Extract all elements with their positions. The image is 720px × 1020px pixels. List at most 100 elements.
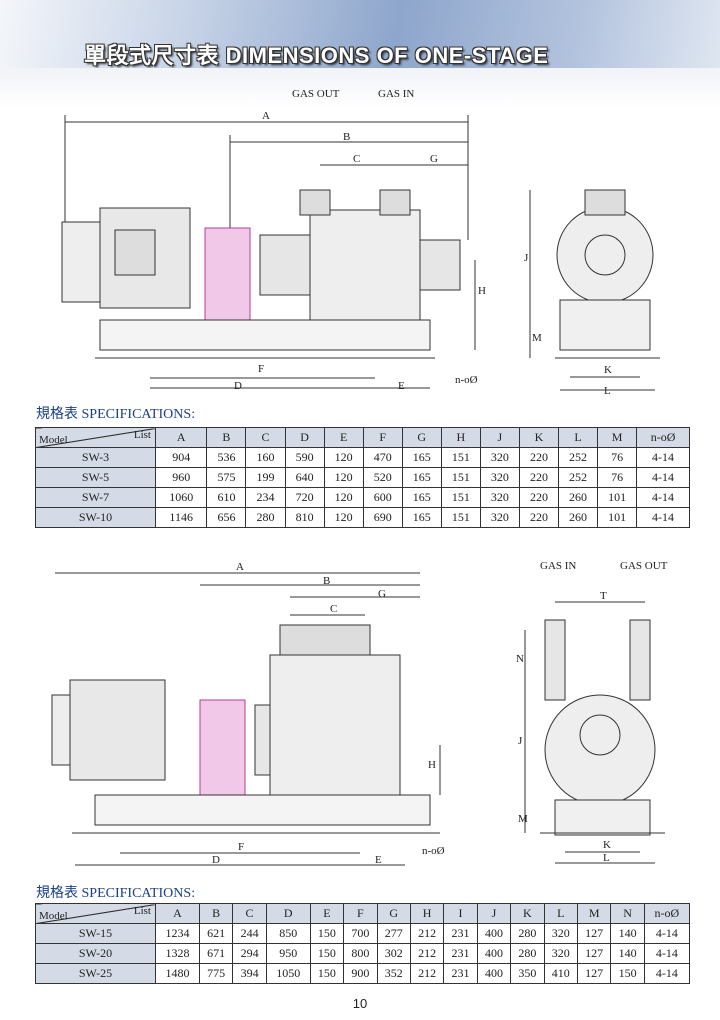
header-banner: 單段式尺寸表 DIMENSIONS OF ONE-STAGE [0,0,720,68]
column-header: M [597,427,638,448]
column-header: J [476,903,512,924]
value-cell: 352 [376,963,411,984]
value-cell: 850 [265,923,311,944]
value-cell: 1480 [155,963,200,984]
value-cell: 400 [476,963,512,984]
corner-list-label: List [133,905,151,917]
corner-model-label: Model [39,910,68,922]
value-cell: 294 [232,943,267,964]
value-cell: 1060 [154,487,208,508]
gas-in-label: GAS IN [540,560,577,572]
value-cell: 350 [510,963,545,984]
dim-n: N [516,653,524,665]
dim-c: C [330,603,338,615]
dim-f: F [238,841,245,853]
value-cell: 656 [206,507,247,528]
dim-m: M [518,813,528,825]
pump-diagram-2 [51,572,665,866]
dim-h: H [478,285,486,297]
spec-title-1: 規格表 SPECIFICATIONS: [36,407,196,422]
column-header: F [343,903,378,924]
page-title: 單段式尺寸表 DIMENSIONS OF ONE-STAGE [84,43,549,68]
gas-in-label: GAS IN [378,88,415,100]
value-cell: 277 [376,923,411,944]
value-cell: 280 [245,507,286,528]
value-cell: 4-14 [643,963,691,984]
dim-h: H [428,759,436,771]
value-cell: 220 [518,447,559,468]
dim-j: J [518,735,523,747]
dim-k: K [604,364,612,376]
hole-spec: n-oØ [422,845,445,857]
value-cell: 165 [401,447,442,468]
column-header: L [543,903,578,924]
value-cell: 394 [232,963,267,984]
value-cell: 231 [443,943,478,964]
dim-b: B [343,131,351,143]
value-cell: 101 [597,487,638,508]
value-cell: 120 [323,487,364,508]
value-cell: 4-14 [643,923,691,944]
dim-f: F [258,363,265,375]
dim-c: C [353,153,361,165]
gas-out-label: GAS OUT [292,88,340,100]
value-cell: 4-14 [636,447,690,468]
value-cell: 150 [309,963,345,984]
value-cell: 410 [543,963,578,984]
corner-list-label: List [133,429,151,441]
model-cell: SW-7 [35,487,156,508]
value-cell: 800 [343,943,378,964]
column-header: J [479,427,520,448]
value-cell: 165 [401,487,442,508]
value-cell: 76 [597,447,638,468]
value-cell: 320 [543,923,578,944]
hole-spec: n-oØ [455,374,478,386]
value-cell: 810 [284,507,325,528]
value-cell: 320 [479,447,520,468]
column-header: N [610,903,645,924]
column-header: B [198,903,234,924]
column-header: C [245,427,286,448]
dim-d: D [212,854,220,866]
column-header: K [518,427,559,448]
value-cell: 120 [323,467,364,488]
column-header: I [443,903,478,924]
value-cell: 320 [479,467,520,488]
value-cell: 4-14 [636,507,690,528]
value-cell: 101 [597,507,638,528]
dim-e: E [398,380,405,392]
value-cell: 212 [409,963,445,984]
value-cell: 671 [198,943,234,964]
value-cell: 199 [245,467,286,488]
value-cell: 520 [362,467,403,488]
dim-b: B [323,575,331,587]
value-cell: 1328 [155,943,200,964]
value-cell: 234 [245,487,286,508]
dim-g: G [378,588,386,600]
value-cell: 151 [440,447,481,468]
column-header: G [401,427,442,448]
value-cell: 150 [309,923,345,944]
one-stage-drawing-large: A B G C H GAS IN GAS OUT T N J M F D E n… [0,555,720,880]
dim-a: A [236,561,244,573]
value-cell: 165 [401,467,442,488]
value-cell: 320 [543,943,578,964]
corner-header: Model List [35,903,156,924]
model-cell: SW-15 [35,923,156,944]
dim-m: M [532,332,542,344]
value-cell: 280 [510,943,545,964]
value-cell: 400 [476,923,512,944]
dim-l: L [604,385,611,397]
gas-out-label: GAS OUT [620,560,668,572]
column-header: E [323,427,364,448]
value-cell: 260 [557,487,599,508]
column-header: F [362,427,403,448]
